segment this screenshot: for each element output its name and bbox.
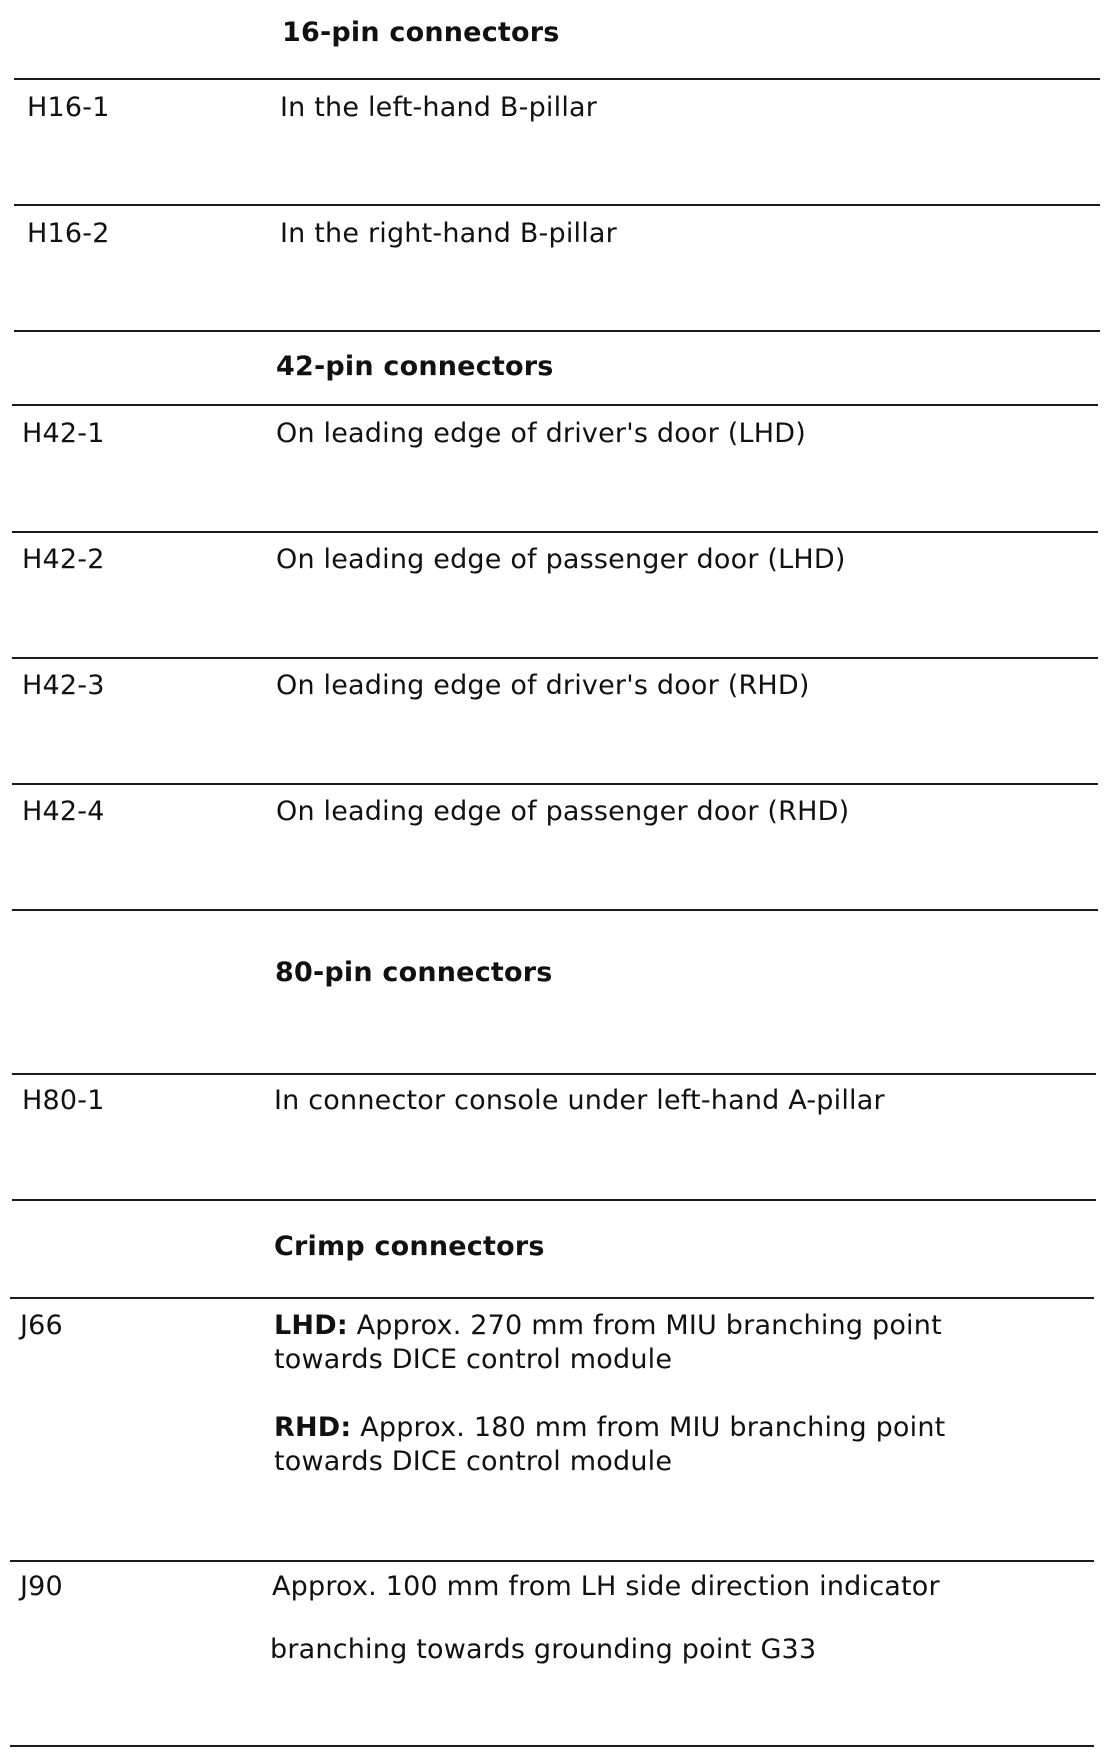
connector-id: H16-2 bbox=[27, 218, 110, 249]
table-rule bbox=[12, 657, 1098, 659]
lhd-text: Approx. 270 mm from MIU branching point bbox=[347, 1310, 942, 1341]
section-heading-42-pin: 42-pin connectors bbox=[276, 351, 554, 382]
section-heading-16-pin: 16-pin connectors bbox=[282, 17, 560, 48]
connector-location-lhd-line-2: towards DICE control module bbox=[274, 1344, 673, 1375]
connector-location: In the right-hand B-pillar bbox=[280, 218, 617, 249]
connector-location-rhd-line-2: towards DICE control module bbox=[274, 1446, 673, 1477]
connector-id: H42-4 bbox=[22, 796, 105, 827]
table-rule bbox=[10, 1560, 1094, 1562]
connector-id: H42-3 bbox=[22, 670, 105, 701]
section-heading-crimp: Crimp connectors bbox=[274, 1231, 545, 1262]
table-rule bbox=[12, 1199, 1096, 1201]
rhd-label: RHD: bbox=[274, 1412, 352, 1443]
connector-id: H42-1 bbox=[22, 418, 105, 449]
table-rule bbox=[12, 531, 1098, 533]
connector-id: H42-2 bbox=[22, 544, 105, 575]
lhd-label: LHD: bbox=[274, 1310, 348, 1341]
connector-id: H80-1 bbox=[22, 1085, 105, 1116]
connector-id: J66 bbox=[20, 1310, 63, 1341]
table-rule bbox=[14, 78, 1100, 80]
table-rule bbox=[12, 783, 1098, 785]
table-rule bbox=[12, 404, 1098, 406]
connector-location-line-1: Approx. 100 mm from LH side direction in… bbox=[272, 1571, 940, 1602]
table-rule bbox=[12, 1073, 1096, 1075]
connector-location: In connector console under left-hand A-p… bbox=[274, 1085, 885, 1116]
table-rule bbox=[10, 1745, 1094, 1747]
connector-location: On leading edge of driver's door (RHD) bbox=[276, 670, 810, 701]
connector-location: On leading edge of driver's door (LHD) bbox=[276, 418, 806, 449]
connector-id: J90 bbox=[20, 1571, 63, 1602]
connector-location: In the left-hand B-pillar bbox=[280, 92, 598, 123]
table-rule bbox=[14, 330, 1100, 332]
connector-id: H16-1 bbox=[27, 92, 110, 123]
table-rule bbox=[12, 909, 1098, 911]
table-rule bbox=[14, 204, 1100, 206]
connector-location-lhd-line-1: LHD: Approx. 270 mm from MIU branching p… bbox=[274, 1309, 942, 1343]
connector-location: On leading edge of passenger door (LHD) bbox=[276, 544, 846, 575]
rhd-text: Approx. 180 mm from MIU branching point bbox=[351, 1412, 946, 1443]
connector-location-line-2: branching towards grounding point G33 bbox=[270, 1634, 817, 1665]
connector-location: On leading edge of passenger door (RHD) bbox=[276, 796, 850, 827]
table-rule bbox=[10, 1297, 1094, 1299]
section-heading-80-pin: 80-pin connectors bbox=[275, 957, 553, 988]
connector-location-rhd-line-1: RHD: Approx. 180 mm from MIU branching p… bbox=[274, 1411, 945, 1445]
